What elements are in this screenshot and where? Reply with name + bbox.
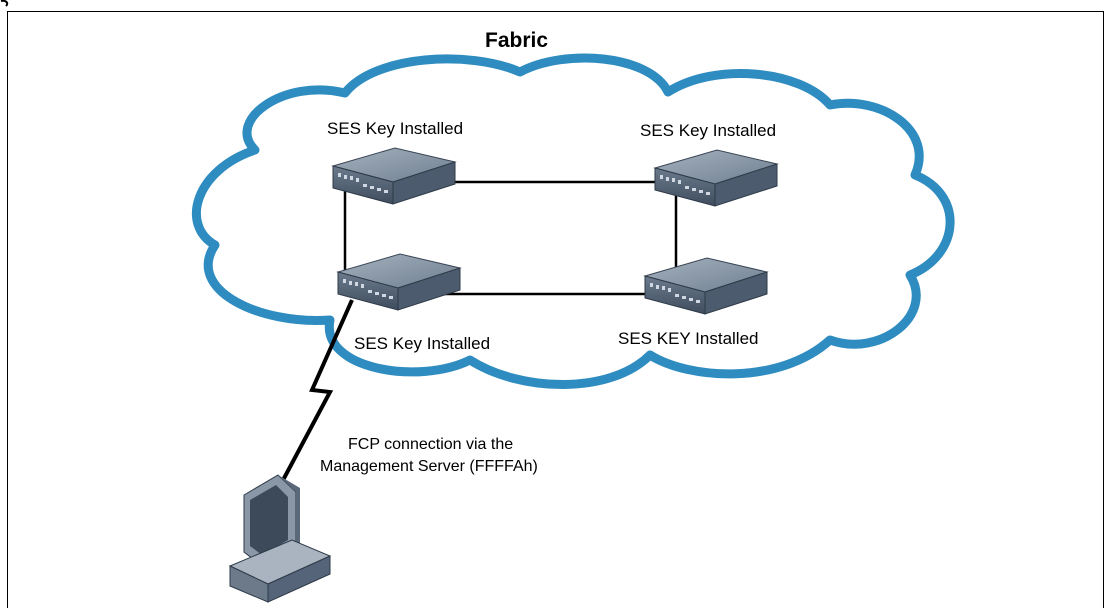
fabric-title: Fabric: [485, 29, 548, 52]
switch-top-left: [332, 147, 456, 205]
connection-label-line1: FCP connection via the: [348, 436, 513, 453]
connection-label-line2: Management Server (FFFFAh): [320, 458, 538, 475]
fabric-cloud: [192, 53, 955, 389]
computer-icon: [228, 474, 332, 603]
switch-label-top-right: SES Key Installed: [640, 121, 776, 140]
switch-label-top-left: SES Key Installed: [327, 119, 463, 138]
figure-corner-mark: [0, 0, 10, 8]
switch-top-right: [654, 149, 778, 207]
switch-label-bottom-left: SES Key Installed: [354, 334, 490, 353]
switch-label-bottom-right: SES KEY Installed: [618, 329, 759, 348]
fcp-connection-bolt: [280, 299, 354, 483]
switch-bottom-left: [337, 253, 461, 311]
figure-frame: [7, 11, 1104, 608]
switch-bottom-right: [644, 257, 768, 315]
